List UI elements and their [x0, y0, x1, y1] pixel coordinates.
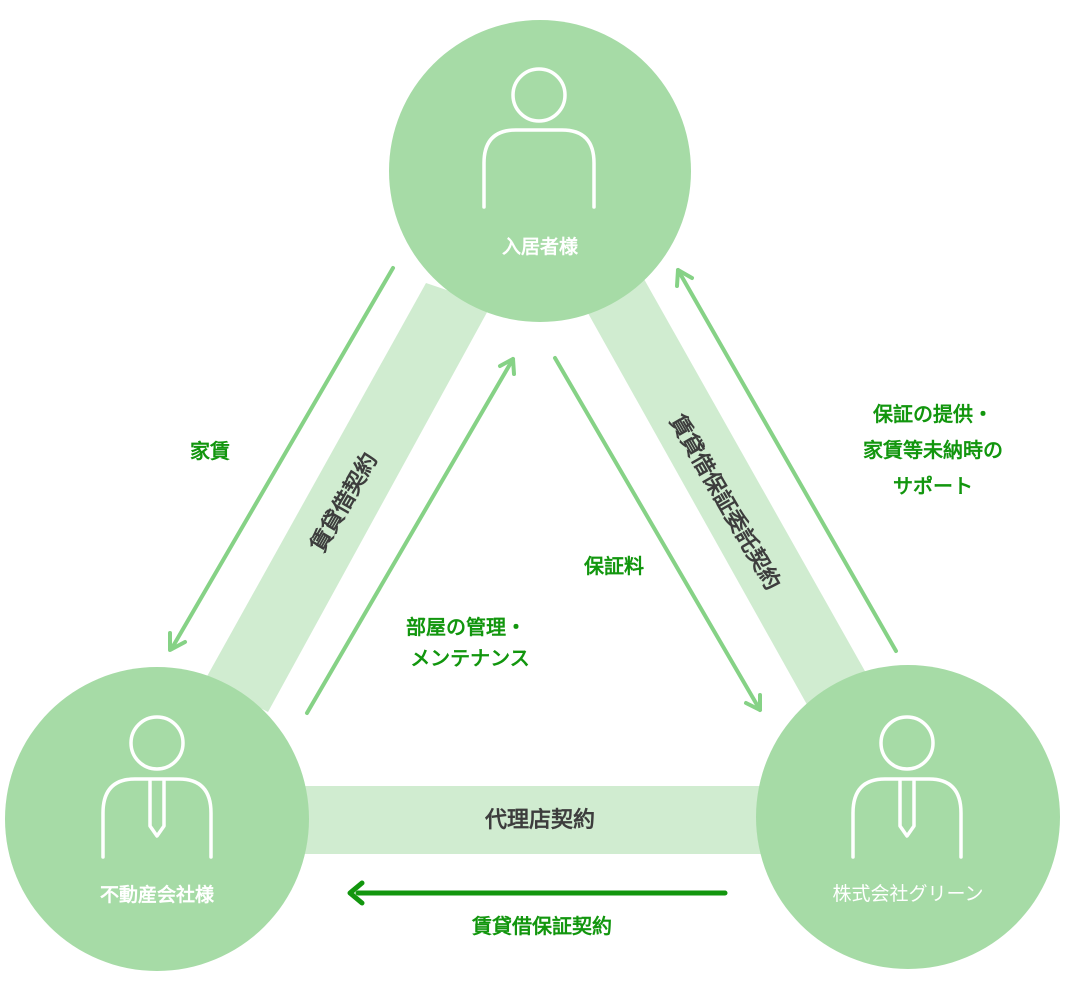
management-arrow-head	[498, 357, 516, 376]
support-arrow-head	[675, 268, 694, 288]
management-label-line-1: 部屋の管理・	[406, 615, 526, 639]
green-company-node: 株式会社グリーン	[756, 665, 1060, 969]
rent-arrow	[170, 266, 395, 650]
green-company-label: 株式会社グリーン	[832, 883, 983, 905]
support-arrow	[676, 268, 898, 653]
guarantee-fee-arrow	[553, 356, 762, 712]
management-arrow	[305, 357, 515, 715]
tenant-label: 入居者様	[502, 235, 579, 258]
person-icon	[482, 67, 596, 209]
management-label-line-2: メンテナンス	[410, 646, 530, 670]
guarantee-band-shape	[584, 279, 866, 710]
agency-band-shape	[300, 786, 780, 854]
agency-contract-band: 代理店契約	[300, 786, 780, 854]
management-label: 部屋の管理・ メンテナンス	[406, 615, 530, 670]
lease-band-shape	[205, 283, 491, 712]
agency-contract-label: 代理店契約	[484, 807, 595, 833]
person-with-tie-icon	[851, 715, 963, 859]
guarantee-fee-arrow-head	[744, 693, 762, 712]
support-label: 保証の提供・ 家賃等未納時の サポート	[863, 402, 1003, 498]
person-with-tie-icon	[101, 715, 213, 859]
tenant-node: 入居者様	[389, 20, 691, 322]
lease-guarantee-arrow-head	[347, 880, 365, 906]
guarantee-fee-label: 保証料	[583, 554, 644, 578]
lease-guarantee-label: 賃貸借保証契約	[471, 914, 612, 938]
rent-label: 家賃	[190, 439, 230, 463]
support-label-line-1: 保証の提供・	[872, 402, 993, 426]
realestate-circle	[5, 667, 309, 971]
green-company-circle	[756, 665, 1060, 969]
realestate-label: 不動産会社様	[100, 883, 215, 906]
realestate-node: 不動産会社様	[5, 667, 309, 971]
guarantee-commission-band: 賃貸借保証委託契約	[584, 279, 866, 710]
tenant-circle	[389, 20, 691, 322]
rent-arrow-head	[168, 631, 187, 652]
support-label-line-2: 家賃等未納時の	[863, 438, 1003, 462]
support-label-line-3: サポート	[893, 474, 973, 498]
